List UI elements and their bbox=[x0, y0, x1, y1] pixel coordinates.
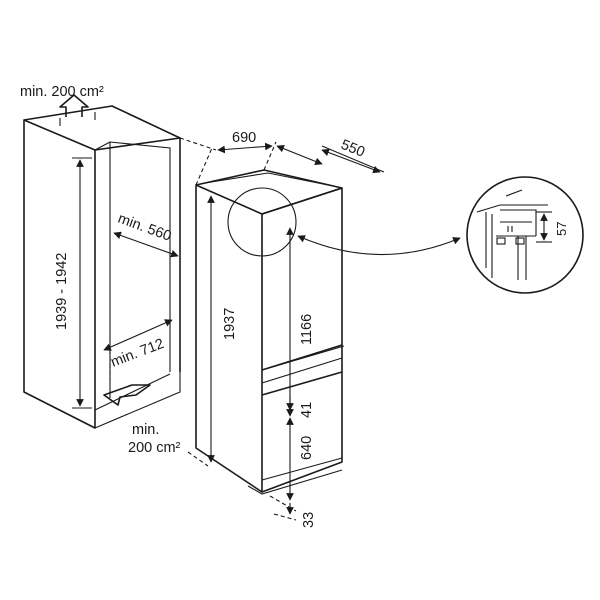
vent-bottom-label-line1: min. bbox=[132, 422, 159, 438]
vent-top-arrow bbox=[59, 94, 89, 117]
niche-height-label: 1939 - 1942 bbox=[54, 253, 70, 330]
door-gap-label: 41 bbox=[299, 402, 315, 418]
lower-door-height-label: 640 bbox=[299, 436, 315, 460]
vent-bottom-arrow bbox=[103, 384, 151, 406]
vent-top-label: min. 200 cm² bbox=[20, 84, 104, 100]
appliance-height-label: 1937 bbox=[222, 308, 238, 340]
niche-depth-label: min. 712 bbox=[109, 336, 167, 371]
upper-door-height-label: 1166 bbox=[299, 314, 315, 345]
niche-cabinet bbox=[23, 105, 181, 429]
appliance-width-label: 690 bbox=[232, 130, 256, 146]
niche-depth-dimension bbox=[103, 319, 173, 351]
appliance-body bbox=[195, 169, 345, 495]
detail-magnified-view bbox=[466, 176, 584, 294]
vent-bottom-label-line2: 200 cm² bbox=[128, 440, 181, 456]
appliance-width-dimension bbox=[179, 137, 277, 186]
niche-width-label: min. 560 bbox=[116, 211, 174, 245]
bottom-offset-label: 33 bbox=[301, 512, 317, 528]
bottom-offset-dimension bbox=[269, 495, 297, 521]
detail-callout-marker bbox=[227, 187, 461, 257]
appliance-depth-dimension bbox=[276, 144, 385, 174]
appliance-depth-label: 550 bbox=[339, 137, 367, 161]
niche-height-dimension bbox=[72, 157, 92, 409]
detail-height-dimension bbox=[536, 211, 552, 243]
appliance-height-dimension bbox=[187, 195, 215, 467]
detail-height-label: 57 bbox=[554, 222, 569, 236]
niche-width-dimension bbox=[113, 231, 179, 258]
